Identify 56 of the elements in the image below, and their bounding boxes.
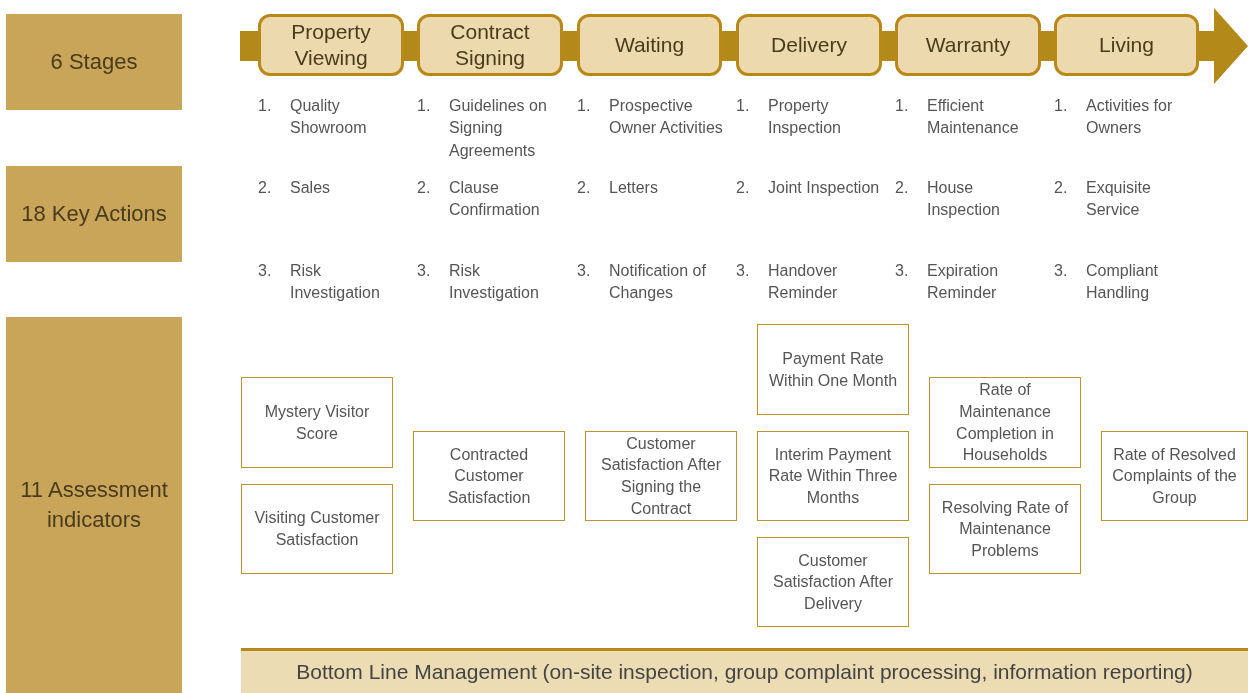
action-text: Quality Showroom	[290, 96, 368, 139]
action-text: Notification of Changes	[609, 261, 707, 304]
list-number: 3.	[736, 261, 750, 281]
list-number: 1.	[417, 96, 431, 116]
action-text: Clause Confirmation	[449, 178, 541, 221]
banner-box: Bottom Line Management (on-site inspection, group complaint processing, information reporting)	[241, 648, 1248, 693]
indicator-box: Rate of Resolved Complaints of the Group	[1101, 431, 1248, 521]
indicator-box: Contracted Customer Satisfaction	[413, 431, 565, 521]
list-number: 1.	[258, 96, 272, 116]
indicator-box: Visiting Customer Satisfaction	[241, 484, 393, 574]
list-number: 2.	[895, 178, 909, 198]
list-number: 1.	[895, 96, 909, 116]
action-text: Joint Inspection	[768, 178, 881, 198]
indicator-box: Payment Rate Within One Month	[757, 324, 909, 415]
indicator-box: Customer Satisfaction After Signing the Contract	[585, 431, 737, 521]
row-header: 6 Stages	[6, 14, 182, 110]
list-number: 2.	[577, 178, 591, 198]
action-text: Risk Investigation	[290, 261, 381, 304]
stage-box: Living	[1054, 14, 1199, 76]
action-text: Guidelines on Signing Agreements	[449, 96, 548, 161]
action-text: House Inspection	[927, 178, 1001, 221]
action-text: Compliant Handling	[1086, 261, 1160, 304]
list-number: 3.	[577, 261, 591, 281]
row-header: 18 Key Actions	[6, 166, 182, 262]
action-text: Property Inspection	[768, 96, 842, 139]
list-number: 1.	[1054, 96, 1068, 116]
list-number: 1.	[577, 96, 591, 116]
indicator-box: Mystery Visitor Score	[241, 377, 393, 468]
action-text: Letters	[609, 178, 659, 198]
indicator-box: Customer Satisfaction After Delivery	[757, 537, 909, 627]
list-number: 3.	[895, 261, 909, 281]
indicator-box: Rate of Maintenance Completion in Households	[929, 377, 1081, 468]
action-text: Risk Investigation	[449, 261, 540, 304]
action-text: Prospective Owner Activities	[609, 96, 724, 139]
list-number: 3.	[258, 261, 272, 281]
action-text: Handover Reminder	[768, 261, 839, 304]
row-header: 11 Assessment indicators	[6, 317, 182, 693]
list-number: 3.	[1054, 261, 1068, 281]
stage-box: Waiting	[577, 14, 722, 76]
action-text: Exquisite Service	[1086, 178, 1152, 221]
list-number: 2.	[258, 178, 272, 198]
list-number: 2.	[417, 178, 431, 198]
action-text: Efficient Maintenance	[927, 96, 1020, 139]
stage-box: Contract Signing	[417, 14, 563, 76]
list-number: 1.	[736, 96, 750, 116]
stage-box: Warranty	[895, 14, 1041, 76]
list-number: 2.	[1054, 178, 1068, 198]
stage-box: Property Viewing	[258, 14, 404, 76]
list-number: 2.	[736, 178, 750, 198]
action-text: Sales	[290, 178, 332, 198]
indicator-box: Interim Payment Rate Within Three Months	[757, 431, 909, 521]
stage-box: Delivery	[736, 14, 882, 76]
action-text: Expiration Reminder	[927, 261, 1000, 304]
list-number: 3.	[417, 261, 431, 281]
indicator-box: Resolving Rate of Maintenance Problems	[929, 484, 1081, 574]
action-text: Activities for Owners	[1086, 96, 1174, 139]
